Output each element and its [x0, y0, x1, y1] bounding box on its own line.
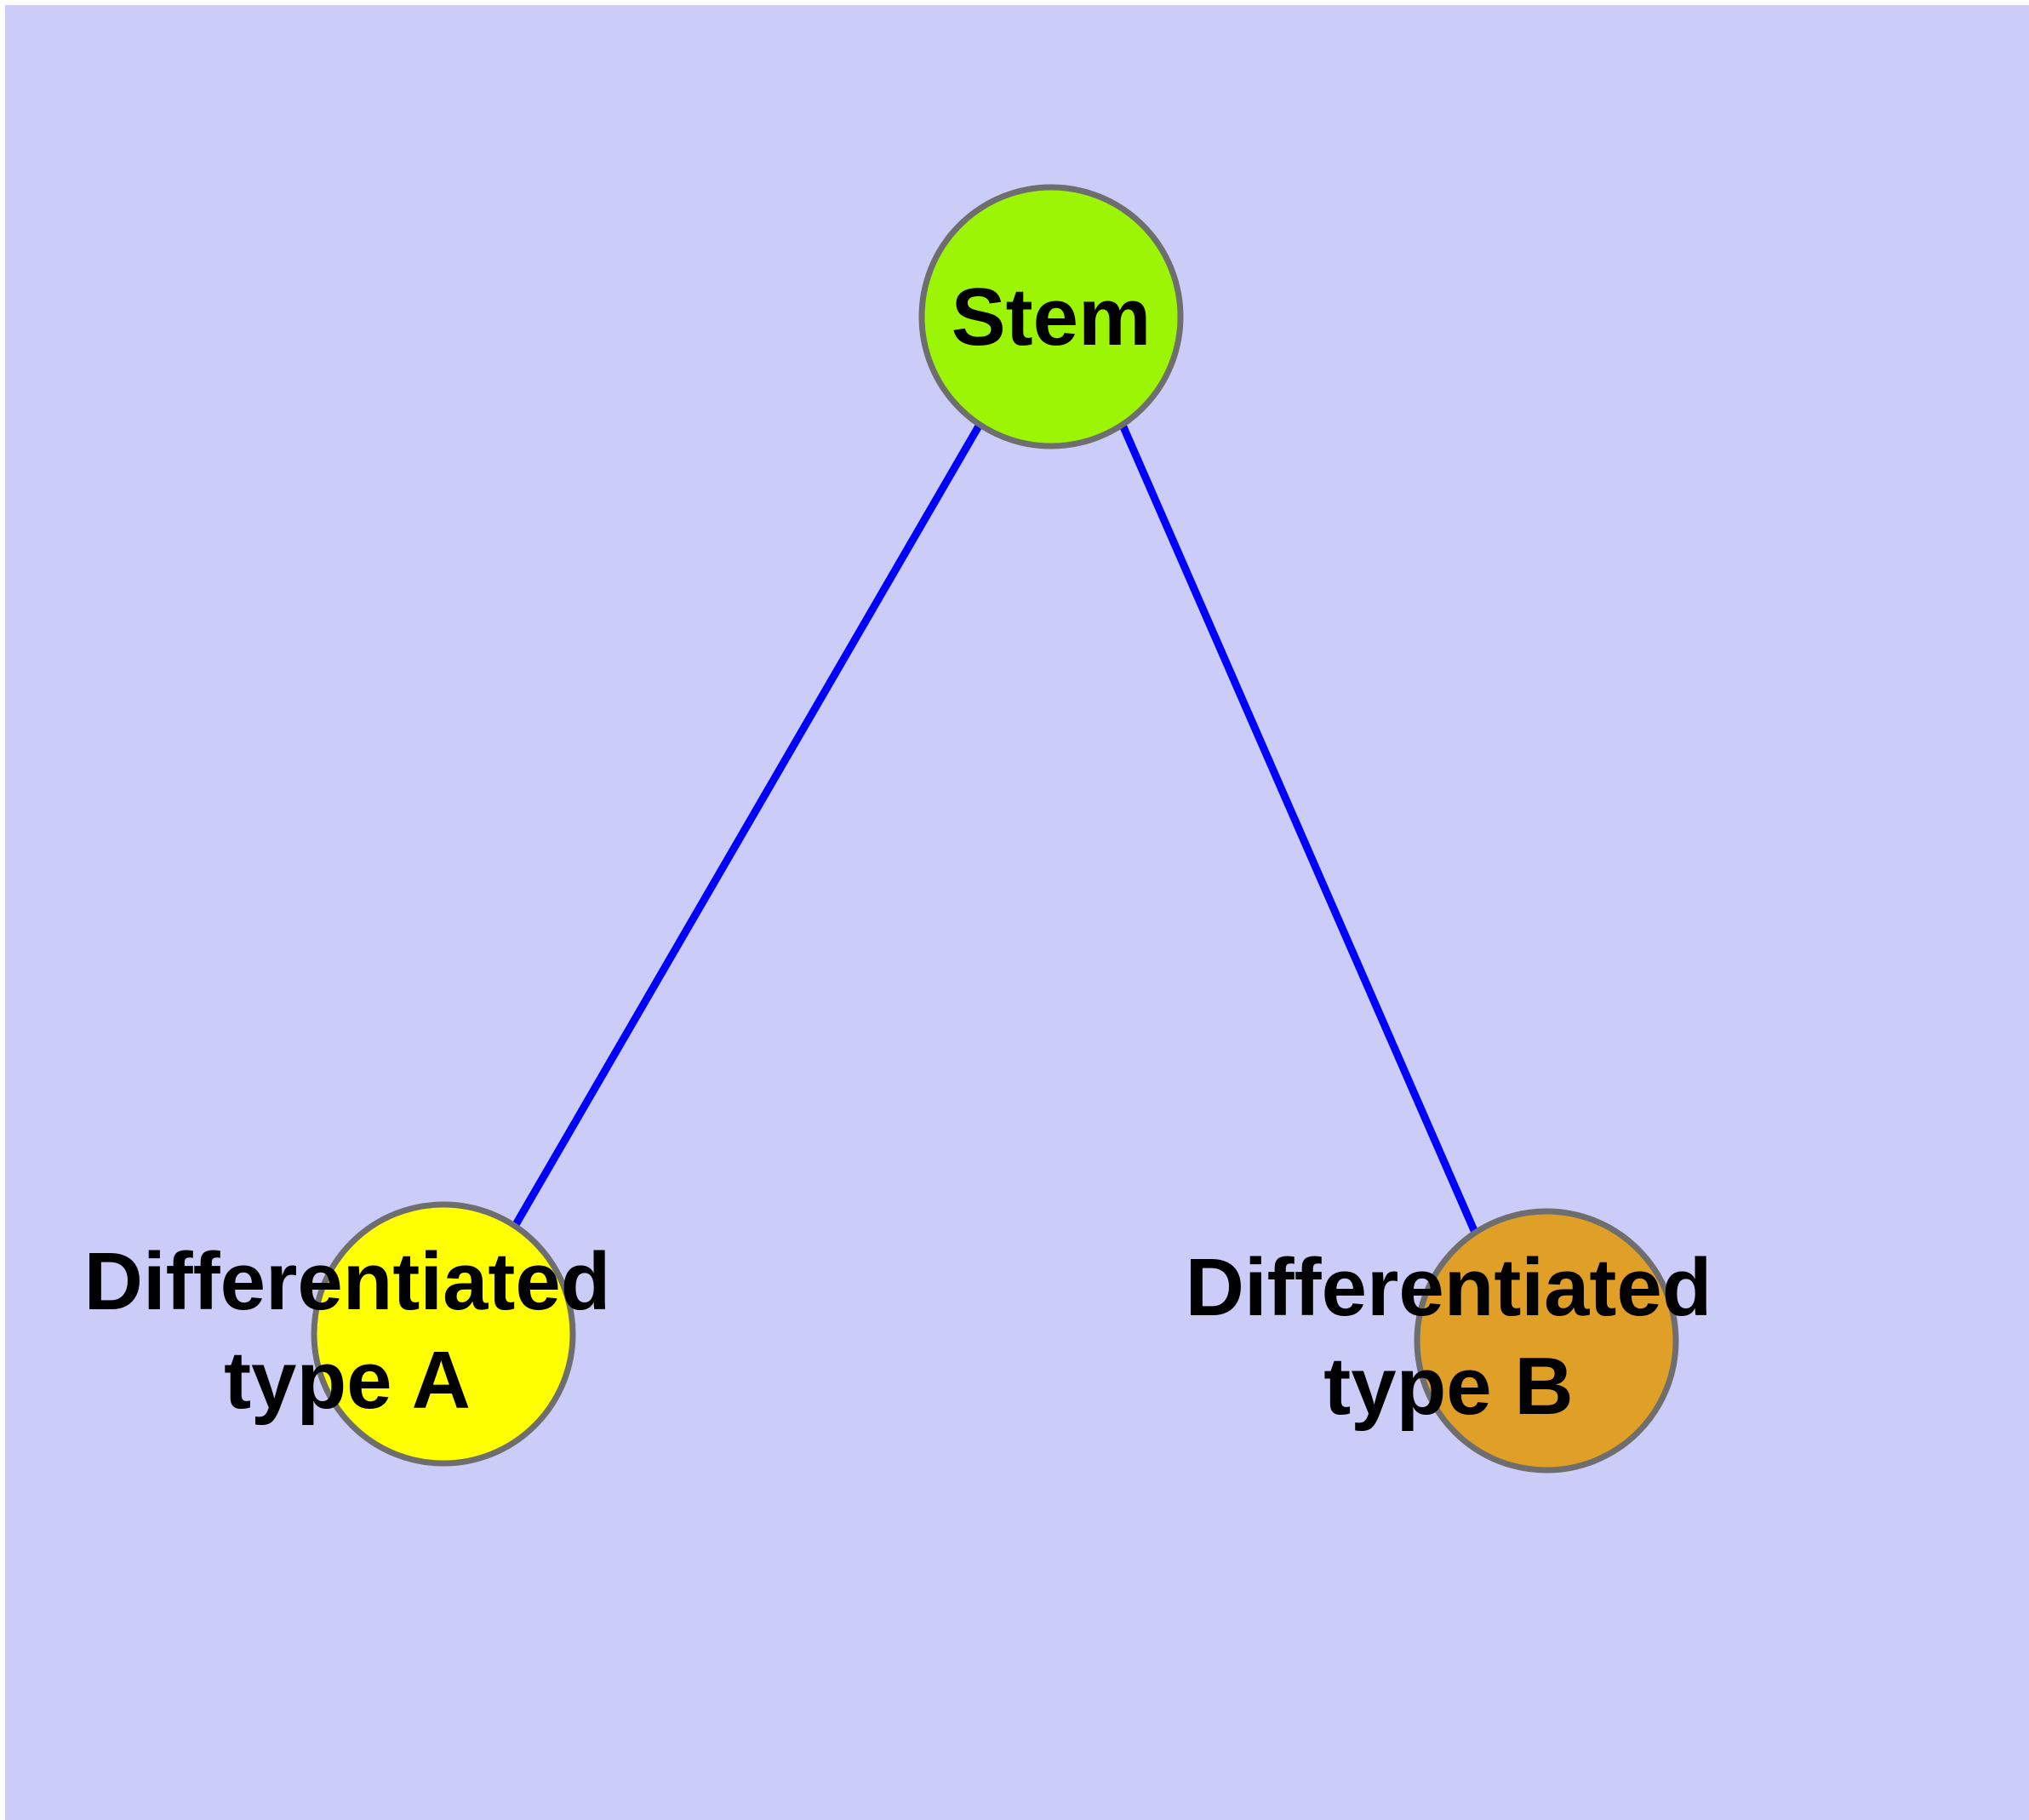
node-label-line: Differentiated: [84, 1236, 611, 1327]
node-label-line: type B: [1323, 1341, 1573, 1432]
node-label-line: type A: [224, 1335, 471, 1426]
edge-stem-to-differentiated-type-a[interactable]: [511, 421, 984, 1230]
node-differentiated-type-b-circle[interactable]: [1414, 1208, 1679, 1474]
node-differentiated-type-a-circle[interactable]: [311, 1201, 576, 1467]
edges-layer: [511, 421, 1480, 1236]
node-label-line: Stem: [952, 272, 1152, 363]
nodes-layer: [311, 184, 1679, 1474]
node-stem-circle[interactable]: [918, 184, 1184, 449]
node-label-line: Differentiated: [1186, 1242, 1712, 1333]
edge-stem-to-differentiated-type-b[interactable]: [1117, 421, 1480, 1236]
node-stem-label: Stem: [952, 272, 1152, 363]
